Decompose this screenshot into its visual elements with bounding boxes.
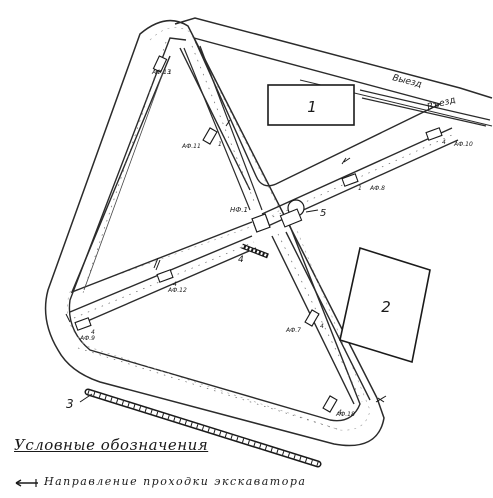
pump-mark: 1	[358, 185, 362, 192]
pump-mark: 4	[173, 281, 177, 288]
pump-box	[74, 317, 92, 331]
pump-unit: АФ.184	[322, 395, 355, 418]
pump-mark: 4	[338, 409, 342, 416]
direction-ticks	[65, 119, 387, 403]
pump-box	[322, 395, 338, 413]
callout-5: 5	[320, 208, 326, 219]
pump-label: АФ.7	[285, 327, 301, 334]
pump-label: АФ.12	[167, 287, 187, 294]
pump-label: АФ.18	[335, 411, 355, 418]
pump-unit: АФ.7 4	[285, 309, 324, 334]
pump-box	[202, 127, 218, 145]
pump-mark: 1	[168, 69, 172, 76]
pump-box	[156, 269, 174, 283]
pump-mark: 1	[218, 141, 222, 148]
pump-box	[425, 127, 443, 141]
legend-title: Условные обозначения	[14, 436, 209, 454]
callout-3: 3	[66, 397, 74, 411]
inner-area-top	[179, 37, 441, 191]
building-2: 2	[339, 246, 431, 364]
pump-box	[304, 309, 320, 327]
pump-box	[341, 173, 359, 187]
pump-box	[152, 55, 168, 73]
pump-label: АФ.8	[369, 185, 385, 192]
pump-unit: АФ.11 1	[181, 127, 222, 150]
pipe-line: 3	[66, 388, 322, 468]
legend-arrow-text: Направление проходки экскаватора	[44, 475, 307, 488]
callout-5-group: 5	[279, 199, 326, 228]
node-nf1-label: НФ.1	[230, 206, 248, 214]
pump-unit: АФ.124	[156, 269, 187, 294]
inner-area-left	[70, 55, 253, 294]
roads	[69, 45, 493, 405]
node-nf1: НФ.1	[230, 206, 271, 233]
callout-4: 4	[238, 255, 244, 265]
outer-trench	[44, 17, 493, 447]
pump-mark: 4	[91, 329, 95, 336]
pump-label: АФ.10	[453, 141, 473, 148]
pump-mark: 4	[320, 323, 324, 330]
pump-unit: АФ.10 4	[425, 127, 473, 148]
building-1: 1	[267, 84, 355, 126]
pump-unit: АФ.94	[74, 317, 95, 342]
pump-label: АФ.11	[181, 143, 201, 150]
pump-label: АФ.13	[151, 69, 171, 76]
building-2-label: 2	[381, 298, 391, 316]
pump-label: АФ.9	[79, 335, 95, 342]
pump-mark: 4	[442, 139, 446, 146]
pump-unit: АФ.131	[151, 55, 172, 76]
callout-4-group: 4	[238, 243, 269, 265]
road-exit-label: Выезд	[391, 73, 422, 90]
road-entry-label: Въезд	[426, 95, 457, 113]
building-1-label: 1	[307, 98, 317, 116]
pump-unit: АФ.8 1	[341, 173, 385, 192]
excavator-direction-arrow-icon	[15, 479, 38, 487]
